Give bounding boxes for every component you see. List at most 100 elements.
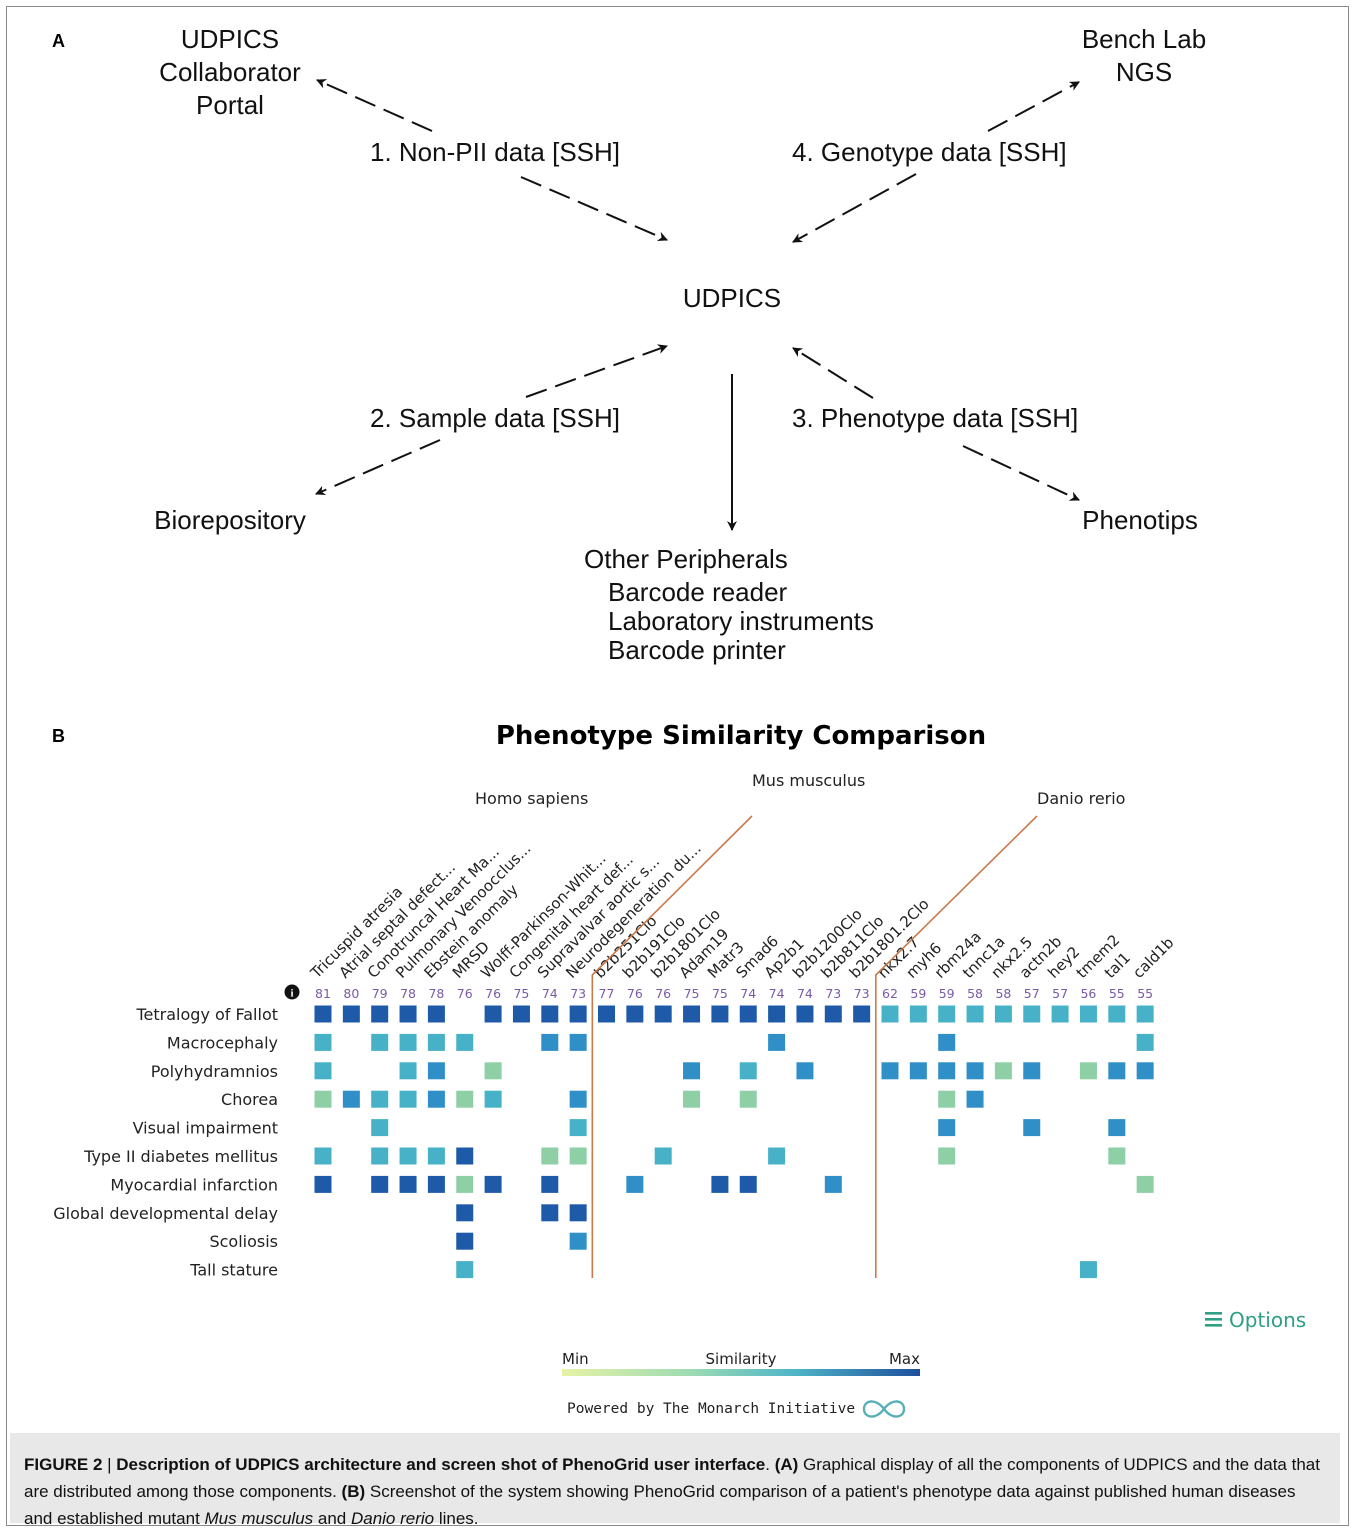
heatmap-cell[interactable] [371, 1005, 389, 1023]
heatmap-cell[interactable] [569, 1204, 587, 1222]
column-label[interactable]: cald1b [1129, 934, 1177, 982]
row-label[interactable]: Myocardial infarction [110, 1175, 278, 1194]
heatmap-cell[interactable] [1023, 1005, 1041, 1023]
heatmap-cell[interactable] [569, 1232, 587, 1250]
row-label[interactable]: Tetralogy of Fallot [136, 1005, 279, 1024]
heatmap-cell[interactable] [541, 1175, 559, 1193]
heatmap-cell[interactable] [683, 1062, 701, 1080]
heatmap-cell[interactable] [1023, 1119, 1041, 1137]
heatmap-cell[interactable] [399, 1005, 417, 1023]
heatmap-cell[interactable] [966, 1090, 984, 1108]
heatmap-cell[interactable] [569, 1033, 587, 1051]
heatmap-cell[interactable] [342, 1005, 360, 1023]
heatmap-cell[interactable] [796, 1005, 814, 1023]
row-label[interactable]: Scoliosis [209, 1232, 278, 1251]
heatmap-cell[interactable] [1023, 1062, 1041, 1080]
heatmap-cell[interactable] [427, 1147, 445, 1165]
heatmap-cell[interactable] [853, 1005, 871, 1023]
heatmap-cell[interactable] [626, 1175, 644, 1193]
heatmap-cell[interactable] [739, 1062, 757, 1080]
heatmap-cell[interactable] [739, 1005, 757, 1023]
heatmap-cell[interactable] [1136, 1175, 1154, 1193]
heatmap-cell[interactable] [1079, 1005, 1097, 1023]
heatmap-cell[interactable] [314, 1062, 332, 1080]
heatmap-cell[interactable] [427, 1090, 445, 1108]
heatmap-cell[interactable] [314, 1005, 332, 1023]
heatmap-cell[interactable] [909, 1062, 927, 1080]
heatmap-cell[interactable] [881, 1062, 899, 1080]
heatmap-cell[interactable] [484, 1005, 502, 1023]
heatmap-cell[interactable] [314, 1033, 332, 1051]
heatmap-cell[interactable] [683, 1090, 701, 1108]
heatmap-cell[interactable] [1136, 1062, 1154, 1080]
heatmap-cell[interactable] [314, 1147, 332, 1165]
heatmap-cell[interactable] [427, 1005, 445, 1023]
heatmap-cell[interactable] [966, 1062, 984, 1080]
heatmap-cell[interactable] [881, 1005, 899, 1023]
heatmap-cell[interactable] [314, 1175, 332, 1193]
heatmap-cell[interactable] [371, 1119, 389, 1137]
heatmap-cell[interactable] [541, 1147, 559, 1165]
heatmap-cell[interactable] [512, 1005, 530, 1023]
heatmap-cell[interactable] [938, 1005, 956, 1023]
heatmap-cell[interactable] [938, 1062, 956, 1080]
row-label[interactable]: Chorea [221, 1090, 278, 1109]
heatmap-cell[interactable] [399, 1033, 417, 1051]
info-icon[interactable]: i [284, 984, 300, 1000]
heatmap-cell[interactable] [796, 1062, 814, 1080]
heatmap-cell[interactable] [683, 1005, 701, 1023]
row-label[interactable]: Global developmental delay [53, 1204, 278, 1223]
heatmap-cell[interactable] [371, 1175, 389, 1193]
heatmap-cell[interactable] [342, 1090, 360, 1108]
heatmap-cell[interactable] [1136, 1033, 1154, 1051]
options-button[interactable]: Options [1205, 1308, 1306, 1332]
heatmap-cell[interactable] [711, 1175, 729, 1193]
heatmap-cell[interactable] [654, 1005, 672, 1023]
heatmap-cell[interactable] [1108, 1062, 1126, 1080]
heatmap-cell[interactable] [598, 1005, 615, 1023]
heatmap-cell[interactable] [541, 1005, 559, 1023]
heatmap-cell[interactable] [739, 1090, 757, 1108]
heatmap-cell[interactable] [966, 1005, 984, 1023]
heatmap-cell[interactable] [456, 1090, 474, 1108]
heatmap-cell[interactable] [938, 1033, 956, 1051]
heatmap-cell[interactable] [768, 1147, 786, 1165]
heatmap-cell[interactable] [456, 1204, 474, 1222]
heatmap-cell[interactable] [824, 1005, 842, 1023]
heatmap-cell[interactable] [1108, 1119, 1126, 1137]
heatmap-cell[interactable] [399, 1175, 417, 1193]
menu-icon[interactable] [1205, 1312, 1222, 1327]
heatmap-cell[interactable] [399, 1147, 417, 1165]
heatmap-cell[interactable] [371, 1147, 389, 1165]
heatmap-cell[interactable] [768, 1005, 786, 1023]
heatmap-cell[interactable] [569, 1119, 587, 1137]
heatmap-cell[interactable] [427, 1062, 445, 1080]
heatmap-cell[interactable] [484, 1062, 502, 1080]
row-label[interactable]: Tall stature [189, 1261, 278, 1280]
heatmap-cell[interactable] [909, 1005, 927, 1023]
heatmap-cell[interactable] [824, 1175, 842, 1193]
heatmap-cell[interactable] [994, 1005, 1012, 1023]
heatmap-cell[interactable] [1079, 1261, 1097, 1279]
row-label[interactable]: Visual impairment [133, 1119, 278, 1138]
heatmap-cell[interactable] [626, 1005, 644, 1023]
heatmap-cell[interactable] [711, 1005, 729, 1023]
heatmap-cell[interactable] [456, 1232, 474, 1250]
heatmap-cell[interactable] [427, 1033, 445, 1051]
heatmap-cell[interactable] [371, 1090, 389, 1108]
heatmap-cell[interactable] [399, 1062, 417, 1080]
heatmap-cell[interactable] [1051, 1005, 1069, 1023]
heatmap-cell[interactable] [399, 1090, 417, 1108]
heatmap-cell[interactable] [456, 1175, 474, 1193]
heatmap-cell[interactable] [569, 1147, 587, 1165]
heatmap-cell[interactable] [456, 1033, 474, 1051]
heatmap-cell[interactable] [938, 1090, 956, 1108]
heatmap-cell[interactable] [768, 1033, 786, 1051]
heatmap-cell[interactable] [484, 1175, 502, 1193]
heatmap-cell[interactable] [1108, 1147, 1126, 1165]
heatmap-cell[interactable] [1108, 1005, 1126, 1023]
powered-by[interactable]: Powered by The Monarch Initiative [567, 1401, 855, 1417]
heatmap-cell[interactable] [456, 1261, 474, 1279]
heatmap-cell[interactable] [569, 1005, 587, 1023]
heatmap-cell[interactable] [938, 1147, 956, 1165]
